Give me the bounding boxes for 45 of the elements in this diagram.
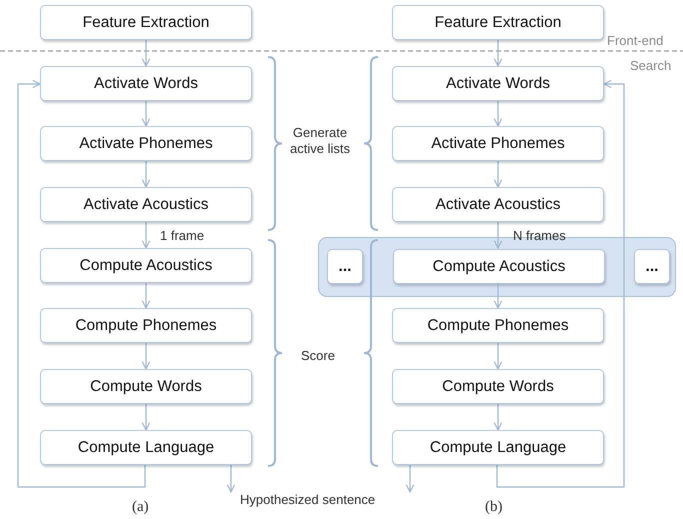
- ellipsis-box: ...: [327, 249, 363, 284]
- process-box: Compute Phonemes: [40, 308, 252, 343]
- process-box: Compute Acoustics: [40, 248, 252, 283]
- arrow: [142, 343, 150, 370]
- subfigure-caption: (a): [132, 498, 149, 517]
- arrow: [496, 80, 625, 488]
- region-label: Search: [630, 58, 672, 74]
- process-box: Compute Acoustics: [393, 249, 605, 284]
- arrow: [494, 283, 502, 309]
- process-box: Compute Words: [40, 369, 252, 404]
- arrow: [494, 40, 502, 67]
- process-box: Activate Acoustics: [392, 187, 604, 222]
- edge-label: N frames: [512, 228, 567, 243]
- process-box: Compute Phonemes: [392, 308, 604, 343]
- arrow: [226, 465, 236, 493]
- arrow: [494, 222, 502, 249]
- edge-label: 1 frame: [158, 228, 206, 243]
- arrow: [142, 101, 150, 127]
- process-box: Activate Phonemes: [40, 126, 252, 161]
- process-box: Feature Extraction: [40, 5, 252, 40]
- output-label: Hypothesized sentence: [240, 492, 376, 508]
- brace-label: Score: [301, 348, 335, 364]
- process-box: Compute Language: [40, 430, 252, 465]
- arrow: [142, 40, 150, 67]
- arrow: [494, 161, 502, 188]
- arrow: [142, 222, 150, 249]
- process-box: Activate Words: [392, 66, 604, 101]
- region-label: Front-end: [607, 33, 664, 50]
- process-box: Feature Extraction: [392, 5, 604, 40]
- arrow: [494, 343, 502, 370]
- brace-label: Generate active lists: [289, 125, 351, 158]
- process-box: Activate Phonemes: [392, 126, 604, 161]
- arrow: [142, 161, 150, 188]
- arrow: [17, 80, 146, 488]
- process-box: Activate Acoustics: [40, 187, 252, 222]
- arrow: [142, 404, 150, 431]
- arrow: [406, 465, 414, 493]
- subfigure-caption: (b): [485, 498, 502, 517]
- arrow: [142, 283, 150, 309]
- arrow: [494, 101, 502, 127]
- process-box: Activate Words: [40, 66, 252, 101]
- arrow: [494, 404, 502, 431]
- process-box: Compute Words: [392, 369, 604, 404]
- process-box: Compute Language: [392, 430, 604, 465]
- ellipsis-box: ...: [634, 249, 670, 284]
